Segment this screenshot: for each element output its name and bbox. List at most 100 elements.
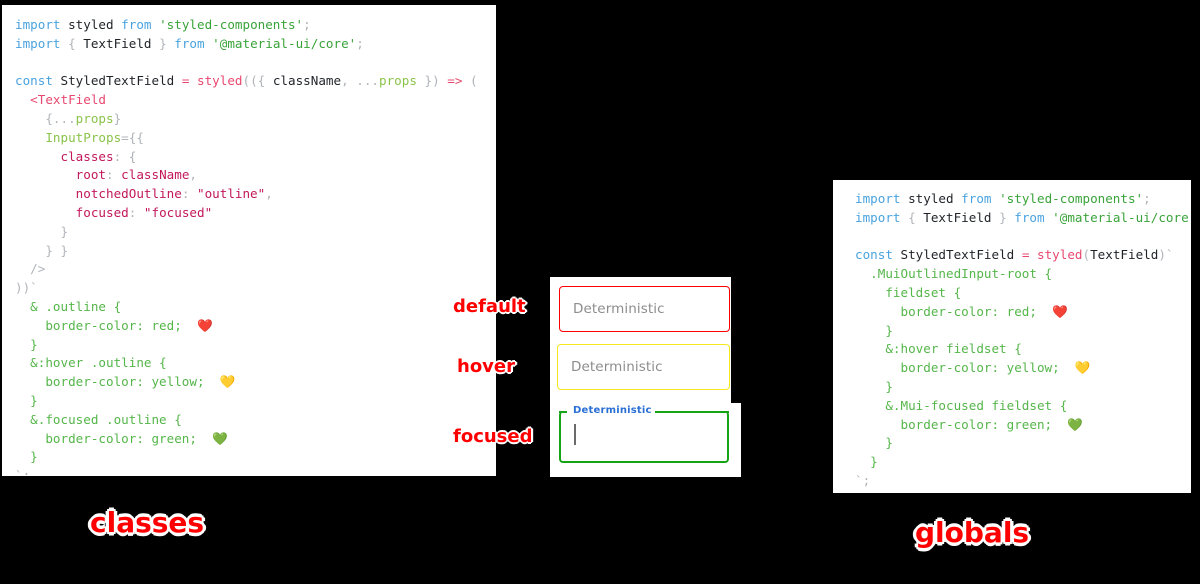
annotation-default: default: [453, 296, 526, 317]
code-token: ...: [52, 110, 76, 126]
code-token: 'styled-components': [999, 191, 1144, 206]
textfield-hover[interactable]: Deterministic: [557, 344, 730, 390]
code-token: }: [15, 449, 38, 465]
code-token: &:hover .outline {: [15, 355, 167, 371]
code-token: const: [15, 73, 61, 89]
code-token: ❤️: [196, 317, 213, 333]
code-line: & .outline {: [15, 298, 496, 317]
code-line: }: [855, 453, 1191, 472]
code-token: {: [257, 73, 273, 89]
code-token: from: [113, 17, 160, 32]
code-token: }: [416, 73, 433, 89]
code-token: import: [855, 191, 909, 206]
code-token: 'styled-components': [159, 17, 304, 32]
code-line: border-color: green; 💚: [855, 416, 1191, 435]
code-line: [15, 54, 496, 73]
code-token: `;: [855, 472, 871, 488]
code-line: classes: {: [15, 148, 496, 167]
code-token: }: [15, 223, 69, 239]
code-token: &.focused .outline {: [15, 411, 182, 427]
code-token: (: [1082, 247, 1091, 263]
code-token: from: [1014, 209, 1053, 225]
code-token: 💚: [212, 430, 228, 446]
code-token: 💛: [219, 374, 236, 390]
code-line: &:hover .outline {: [15, 354, 496, 373]
code-token: "outline": [196, 186, 266, 202]
code-token: ,: [341, 73, 357, 89]
code-token: focused: [15, 204, 129, 220]
code-token: }: [15, 336, 38, 352]
code-line: &:hover fieldset {: [855, 340, 1191, 359]
code-token: :: [128, 204, 144, 220]
code-line: `;: [855, 472, 1191, 491]
code-token: props: [75, 110, 114, 126]
code-token: ,: [265, 186, 273, 202]
textfield-focused[interactable]: Deterministic: [559, 405, 729, 463]
code-line: }: [15, 336, 496, 355]
code-token: {: [68, 35, 84, 51]
code-line: notchedOutline: "outline",: [15, 185, 496, 204]
code-token: (: [470, 73, 478, 89]
code-token: :: [181, 186, 197, 202]
code-token: <: [15, 92, 38, 108]
code-token: border-color: green;: [855, 416, 1068, 432]
code-token: )`: [1158, 247, 1174, 263]
code-token: import: [855, 209, 909, 225]
code-token: ❤️: [1052, 303, 1068, 319]
code-token: ): [432, 73, 448, 89]
code-token: }: [855, 322, 893, 338]
code-line: import styled from 'styled-components';: [855, 190, 1191, 209]
code-line: .MuiOutlinedInput-root {: [855, 265, 1191, 284]
code-token: ={{: [121, 129, 144, 145]
code-token: TextField: [37, 92, 106, 108]
code-token: "focused": [143, 204, 213, 220]
code-token: border-color: green;: [15, 430, 213, 446]
code-line: }: [15, 392, 496, 411]
code-line: const StyledTextField = styled(({ classN…: [15, 72, 496, 91]
code-token: 💛: [1074, 360, 1091, 376]
code-token: }: [855, 435, 893, 451]
code-token: =: [1014, 247, 1037, 263]
code-token: '@material-ui/core': [1052, 209, 1191, 225]
code-token: &.Mui-focused fieldset {: [855, 397, 1068, 413]
code-line: }: [15, 223, 496, 242]
code-token: ...: [356, 73, 379, 89]
code-line: focused: "focused": [15, 204, 496, 223]
code-line: border-color: red; ❤️: [15, 317, 496, 336]
textfield-default[interactable]: Deterministic: [559, 286, 730, 332]
code-line: const StyledTextField = styled(TextField…: [855, 246, 1191, 265]
code-line: }: [855, 378, 1191, 397]
code-line: &.Mui-focused fieldset {: [855, 397, 1191, 416]
code-line: }: [15, 448, 496, 467]
code-token: ))`: [15, 280, 38, 296]
notched-outline-left: [559, 411, 567, 413]
code-token: TextField: [83, 35, 152, 51]
code-token: border-color: red;: [855, 303, 1053, 319]
code-token: ;: [356, 35, 364, 51]
code-block-classes: import styled from 'styled-components';i…: [2, 5, 496, 476]
code-token: }: [855, 454, 878, 470]
code-token: : {: [113, 148, 137, 164]
code-token: :: [106, 167, 122, 183]
code-token: ;: [1143, 191, 1151, 206]
code-line: fieldset {: [855, 284, 1191, 303]
code-token: styled: [68, 17, 114, 32]
code-token: from: [953, 191, 1000, 206]
code-line: [855, 228, 1191, 247]
code-block-globals: import styled from 'styled-components';i…: [833, 180, 1191, 491]
code-token: />: [15, 261, 46, 277]
code-token: }: [151, 35, 175, 51]
code-token: '@material-ui/core': [212, 35, 357, 51]
notched-outline-right: [645, 411, 729, 413]
code-line: import styled from 'styled-components';: [15, 16, 496, 35]
code-token: InputProps: [15, 129, 122, 145]
code-line: border-color: yellow; 💛: [15, 373, 496, 392]
code-token: import: [15, 35, 69, 51]
code-token: }: [113, 110, 122, 126]
text-caret: [574, 424, 576, 445]
code-token: =: [174, 73, 197, 89]
code-token: import: [15, 17, 69, 32]
code-token: border-color: yellow;: [855, 360, 1075, 376]
code-token: ;: [303, 17, 311, 32]
code-token: const: [855, 247, 901, 263]
